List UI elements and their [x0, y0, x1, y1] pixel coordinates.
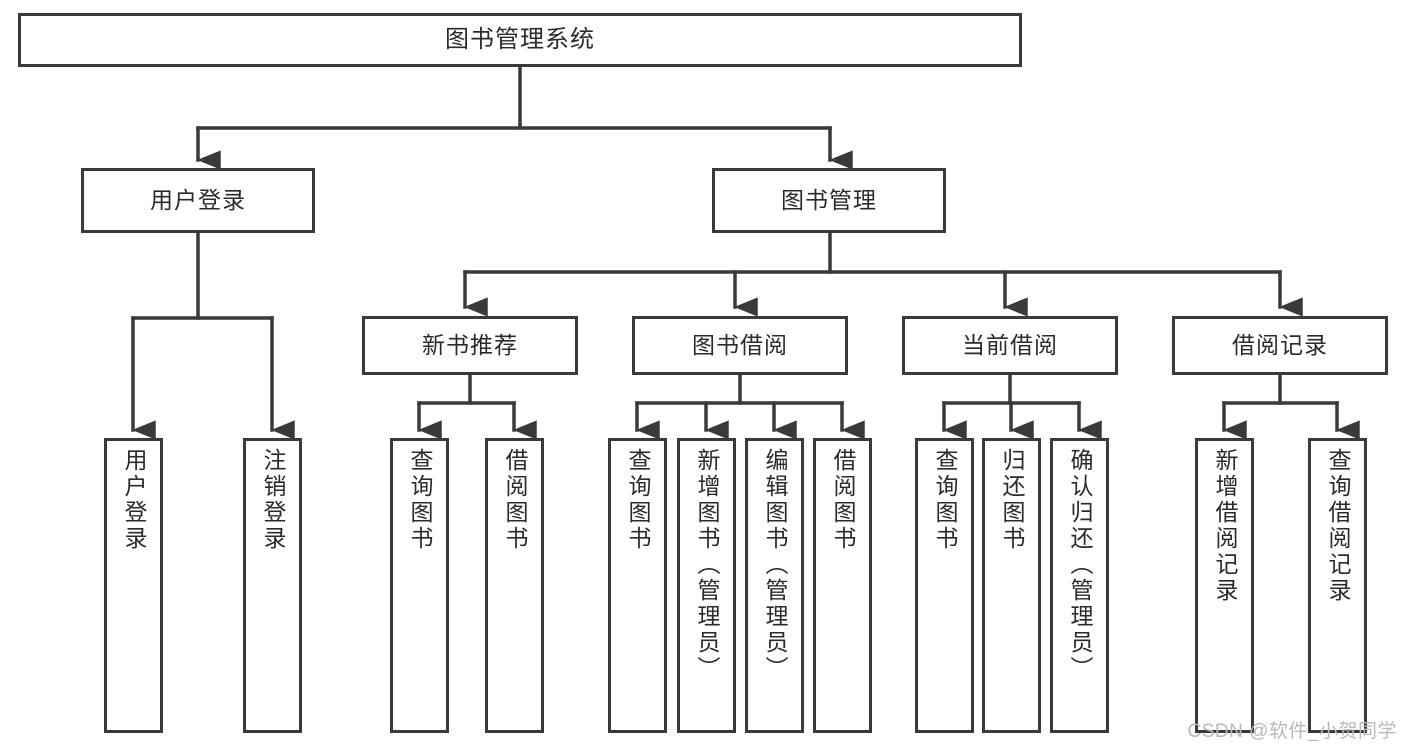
node-label: 借阅图书	[502, 448, 528, 552]
leaf-recommend-borrow-book[interactable]: 借阅图书	[485, 438, 544, 733]
node-label: 借阅图书	[830, 448, 856, 552]
leaf-current-confirm-return-admin[interactable]: 确认归还（管理员）	[1050, 438, 1109, 733]
node-book-borrow[interactable]: 图书借阅	[632, 316, 848, 375]
node-label: 查询图书	[407, 448, 433, 552]
leaf-current-return-book[interactable]: 归还图书	[982, 438, 1041, 733]
node-label: 图书管理系统	[445, 25, 595, 53]
node-user-login[interactable]: 用户登录	[81, 168, 315, 233]
leaf-borrow-add-book-admin[interactable]: 新增图书（管理员）	[677, 438, 736, 733]
node-label: 借阅记录	[1232, 331, 1328, 358]
node-label: 归还图书	[999, 448, 1025, 552]
node-label: 注销登录	[260, 448, 286, 552]
node-label: 用户登录	[150, 186, 246, 213]
watermark-text: CSDN @软件_小贺同学	[1187, 721, 1397, 742]
leaf-borrow-query-book[interactable]: 查询图书	[608, 438, 667, 733]
node-label: 查询图书	[625, 448, 651, 552]
leaf-user-login-login[interactable]: 用户登录	[104, 438, 163, 733]
node-current-borrow[interactable]: 当前借阅	[902, 316, 1118, 375]
node-book-management[interactable]: 图书管理	[712, 168, 946, 233]
node-label: 用户登录	[121, 448, 147, 552]
leaf-recommend-query-book[interactable]: 查询图书	[390, 438, 449, 733]
node-label: 当前借阅	[962, 331, 1058, 358]
leaf-user-login-logout[interactable]: 注销登录	[243, 438, 302, 733]
node-root-system[interactable]: 图书管理系统	[18, 13, 1022, 67]
node-label: 查询借阅记录	[1325, 448, 1351, 604]
node-new-book-recommend[interactable]: 新书推荐	[362, 316, 578, 375]
leaf-current-query-book[interactable]: 查询图书	[915, 438, 974, 733]
node-label: 新书推荐	[422, 331, 518, 358]
node-label: 图书借阅	[692, 331, 788, 358]
node-label: 图书管理	[781, 186, 877, 213]
node-label: 查询图书	[932, 448, 958, 552]
leaf-record-add-record[interactable]: 新增借阅记录	[1195, 438, 1254, 733]
leaf-borrow-borrow-book[interactable]: 借阅图书	[813, 438, 872, 733]
leaf-borrow-edit-book-admin[interactable]: 编辑图书（管理员）	[745, 438, 804, 733]
node-borrow-record[interactable]: 借阅记录	[1172, 316, 1388, 375]
leaf-record-query-record[interactable]: 查询借阅记录	[1308, 438, 1367, 733]
node-label: 新增图书（管理员）	[694, 448, 720, 682]
node-label: 确认归还（管理员）	[1067, 448, 1093, 682]
node-label: 新增借阅记录	[1212, 448, 1238, 604]
node-label: 编辑图书（管理员）	[762, 448, 788, 682]
